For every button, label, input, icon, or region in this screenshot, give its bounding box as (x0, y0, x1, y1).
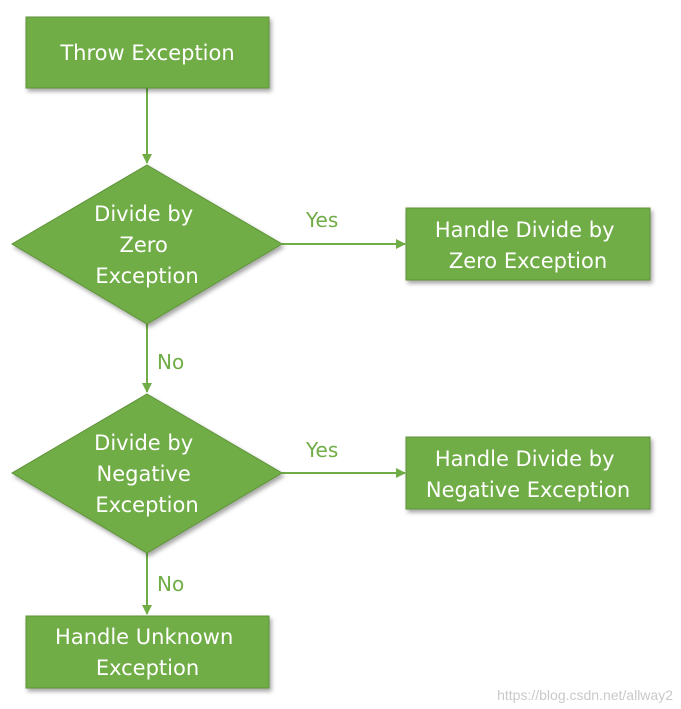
node-handle-negative: Handle Divide by Negative Exception (405, 436, 651, 510)
connectors (142, 88, 406, 615)
handle-negative-label: Handle Divide by Negative Exception (426, 447, 630, 502)
handle-unknown-label: Handle Unknown Exception (55, 625, 240, 680)
node-handle-zero: Handle Divide by Zero Exception (405, 207, 651, 281)
node-decision-negative: Divide by Negative Exception (11, 393, 283, 554)
label-negative-yes: Yes (305, 438, 338, 462)
edge-labels: Yes No Yes No (157, 208, 338, 596)
throw-exception-label: Throw Exception (59, 41, 234, 65)
node-decision-zero: Divide by Zero Exception (11, 164, 283, 325)
node-throw-exception: Throw Exception (25, 16, 270, 89)
node-handle-unknown: Handle Unknown Exception (25, 615, 270, 689)
handle-zero-label: Handle Divide by Zero Exception (435, 218, 621, 273)
watermark-text: https://blog.csdn.net/allway2 (497, 687, 673, 703)
label-zero-yes: Yes (305, 208, 338, 232)
decision-zero-label: Divide by Zero Exception (94, 202, 200, 288)
decision-negative-label: Divide by Negative Exception (94, 431, 200, 517)
label-negative-no: No (157, 572, 184, 596)
label-zero-no: No (157, 350, 184, 374)
